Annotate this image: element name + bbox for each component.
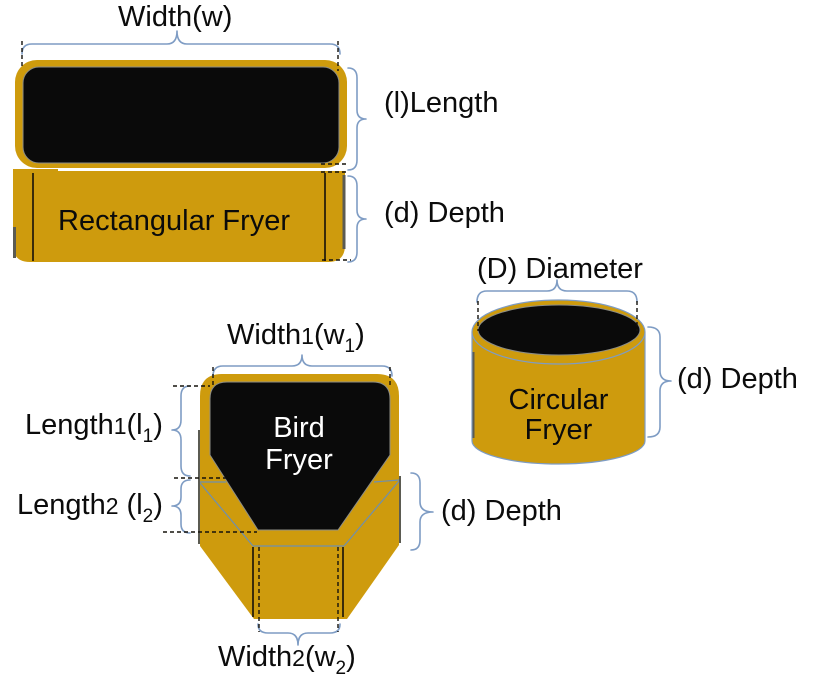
width1-label: Width1(w1) [227, 319, 365, 358]
diameter-label: (D) Diameter [477, 253, 643, 285]
bird-fryer-opening [209, 381, 391, 531]
circular-fryer-name-line2: Fryer [524, 414, 593, 446]
length1-open: (l [126, 409, 143, 441]
depth-brace-rectangular [347, 175, 367, 263]
length2-label: Length2 (l2) [17, 489, 163, 528]
bird-fryer-inner-slant-right [343, 480, 400, 547]
bird-fryer-inner-edge-right-h [373, 479, 400, 483]
bird-fryer-dashed-guides [163, 367, 391, 632]
length1-num: 1 [113, 413, 127, 439]
width1-subscript: 1 [344, 336, 356, 357]
depth-label-circular: (d) Depth [677, 363, 798, 395]
diameter-brace [476, 279, 638, 303]
bird-fryer-inner-slant-left [199, 482, 254, 547]
bird-fryer-name: Bird Fryer [249, 412, 349, 476]
length2-close: ) [153, 489, 163, 521]
rectangular-fryer-shape [13, 60, 348, 262]
width2-open: (w [304, 641, 336, 673]
length-brace [347, 67, 367, 171]
width2-brace [257, 623, 341, 646]
rectangular-fryer-opening [22, 66, 340, 164]
depth-brace-circular [647, 326, 672, 438]
length2-brace [171, 479, 191, 534]
circular-fryer-name: Circular Fryer [498, 385, 619, 445]
length1-label: Length1(l1) [25, 409, 163, 448]
length1-brace [171, 385, 191, 477]
width2-label: Width2(w2) [218, 641, 356, 680]
depth-label-bird: (d) Depth [441, 495, 562, 527]
width2-word: Width [218, 641, 293, 673]
width-w-label: Width(w) [118, 1, 233, 33]
circular-fryer-opening [477, 304, 641, 356]
width1-close: ) [355, 319, 365, 351]
length2-open: (l [118, 489, 143, 521]
bird-fryer-name-line1: Bird [273, 412, 325, 444]
length2-num: 2 [105, 493, 119, 519]
width2-close: ) [346, 641, 356, 673]
circular-fryer-shape [471, 299, 646, 465]
length1-word: Length [25, 409, 114, 441]
width2-subscript: 2 [335, 658, 347, 679]
width2-num: 2 [292, 645, 305, 671]
circular-fryer-dashed-guides [477, 301, 638, 331]
bird-fryer-name-line2: Fryer [265, 444, 333, 476]
depth-label-rectangular: (d) Depth [384, 197, 505, 229]
bird-fryer-shape [198, 374, 401, 619]
width1-word: Width [227, 319, 302, 351]
rectangular-fryer-dashed-guides [21, 41, 351, 261]
width1-open: (w [313, 319, 345, 351]
length-label: (l)Length [384, 87, 499, 119]
length2-word: Length [17, 489, 106, 521]
rectangular-fryer-name: Rectangular Fryer [58, 205, 291, 237]
width-w-brace [21, 30, 341, 55]
width1-brace [212, 354, 393, 377]
length1-close: ) [153, 409, 163, 441]
rectangular-fryer-lower-body [13, 169, 345, 262]
length1-subscript: 1 [142, 426, 154, 447]
circular-fryer-name-line1: Circular [508, 384, 609, 416]
length2-subscript: 2 [142, 506, 154, 527]
circular-fryer-body [471, 332, 646, 465]
rectangular-fryer-rim-highlight [58, 166, 348, 171]
width1-num: 1 [301, 323, 314, 349]
depth-brace-bird [410, 472, 434, 551]
